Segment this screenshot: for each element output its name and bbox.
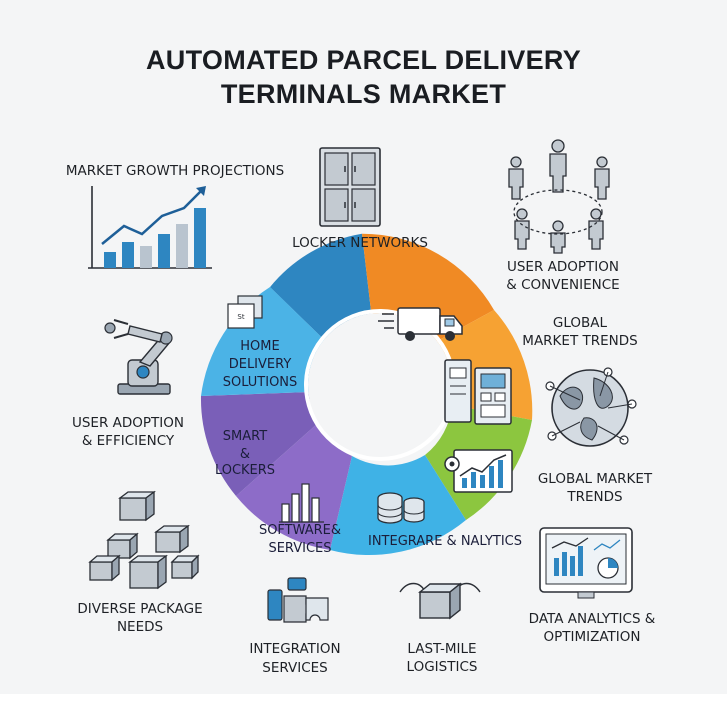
segment-label-integrare: INTEGRARE & NALYTICS	[367, 534, 522, 549]
trend-chart-icon	[444, 449, 513, 493]
flying-parcel-icon	[399, 582, 481, 620]
ring-segment-locker-networks	[270, 233, 372, 341]
package-boxes-icon	[88, 490, 200, 590]
label-user-adoption-efficiency-1: USER ADOPTION	[71, 415, 184, 431]
label-user-adoption-convenience-2: & CONVENIENCE	[506, 277, 620, 293]
segment-label-smart-2: &	[239, 447, 251, 462]
label-user-adoption-convenience-1: USER ADOPTION	[506, 259, 619, 275]
parcel-terminal-icon	[444, 359, 512, 425]
bottom-strip	[0, 694, 727, 722]
label-user-adoption-efficiency-2: & EFFICIENCY	[81, 433, 175, 449]
ring-segment-smart-lockers	[200, 392, 317, 496]
label-diverse-package-1: DIVERSE PACKAGE	[77, 601, 203, 617]
locker-cabinet-icon	[319, 147, 381, 227]
label-global-trends-a-2: MARKET TRENDS	[522, 333, 638, 349]
label-data-analytics-2: OPTIMIZATION	[543, 629, 641, 645]
label-market-growth: MARKET GROWTH PROJECTIONS	[65, 163, 285, 179]
segment-label-smart-1: SMART	[222, 429, 268, 444]
page-title-line-2: TERMINALS MARKET	[220, 79, 507, 109]
ring-segment-home-delivery	[201, 287, 325, 396]
label-last-mile-1: LAST-MILE	[407, 641, 477, 657]
bar-chart-icon	[279, 483, 324, 523]
ring-hole	[308, 313, 452, 457]
people-network-icon	[508, 139, 610, 254]
segment-label-software-2: SERVICES	[268, 541, 332, 556]
label-integration-services-2: SERVICES	[262, 660, 328, 676]
segment-label-software-1: SOFTWARE&	[258, 523, 342, 538]
label-last-mile-2: LOGISTICS	[406, 659, 478, 675]
globe-network-icon	[545, 367, 637, 447]
segment-label-home-3: SOLUTIONS	[222, 375, 298, 390]
label-integration-services-1: INTEGRATION	[249, 641, 341, 657]
svg-text:St: St	[237, 313, 244, 321]
label-locker-networks: LOCKER NETWORKS	[292, 235, 428, 251]
label-global-trends-a-1: GLOBAL	[552, 315, 608, 331]
segment-label-home-1: HOME	[240, 339, 280, 354]
label-global-trends-b-1: GLOBAL MARKET	[537, 471, 653, 487]
page-title-line-1: AUTOMATED PARCEL DELIVERY	[145, 45, 582, 75]
label-data-analytics-1: DATA ANALYTICS &	[528, 611, 656, 627]
stacked-boxes-icon: St	[227, 295, 263, 329]
delivery-truck-icon	[378, 307, 463, 341]
puzzle-integration-icon	[267, 577, 329, 623]
bar-line-chart-icon	[88, 186, 212, 269]
database-stack-icon	[377, 492, 425, 524]
robot-arm-icon	[104, 319, 173, 395]
label-diverse-package-2: NEEDS	[116, 619, 164, 635]
ring-segment-software	[236, 424, 352, 550]
label-global-trends-b-2: TRENDS	[567, 489, 623, 505]
segment-label-smart-3: LOCKERS	[214, 463, 276, 478]
segment-label-home-2: DELIVERY	[228, 357, 292, 372]
analytics-monitor-icon	[539, 527, 633, 599]
